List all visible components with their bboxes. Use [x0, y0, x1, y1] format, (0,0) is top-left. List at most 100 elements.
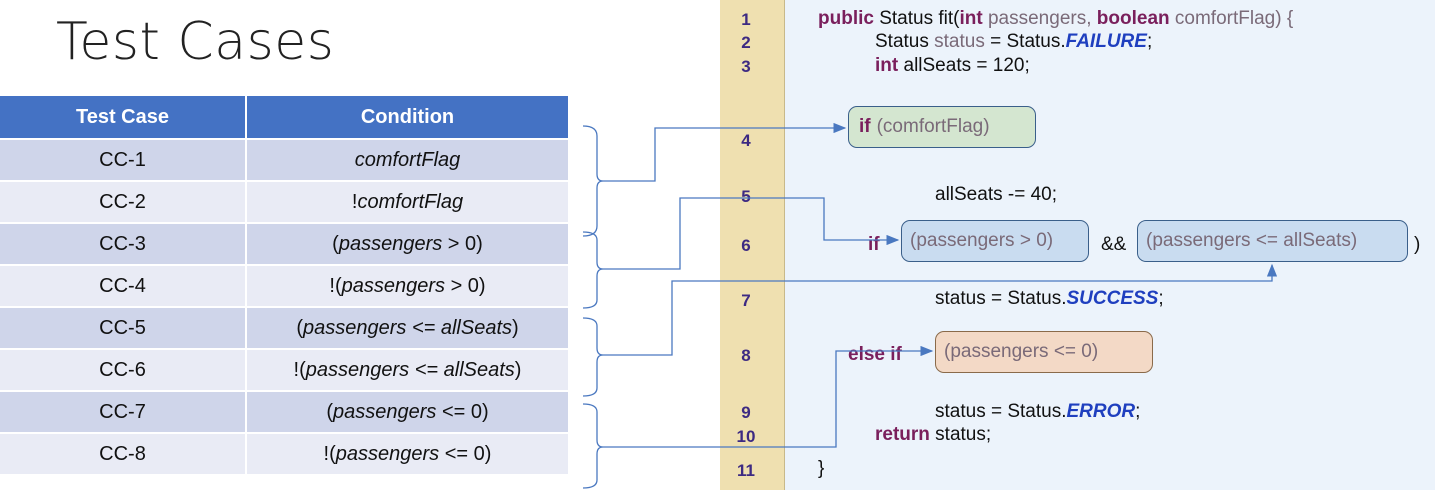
code-line-6-close: )	[1414, 234, 1420, 256]
code-line-6-and: &&	[1101, 234, 1126, 256]
table-row: CC-1 comfortFlag	[0, 138, 568, 180]
code-text: Status fit(	[873, 8, 960, 29]
page-title: Test Cases	[56, 12, 335, 72]
line-number: 2	[741, 33, 751, 52]
test-case-id: CC-4	[0, 264, 247, 306]
code-text: )	[1414, 234, 1421, 255]
brace-cc1-cc2	[582, 125, 604, 237]
header-condition: Condition	[247, 96, 568, 138]
condition-prefix: (	[326, 400, 333, 423]
test-case-id: CC-3	[0, 222, 247, 264]
condition-suffix: <= 0)	[439, 442, 492, 465]
keyword: else if	[848, 344, 902, 365]
keyword: int	[959, 8, 983, 29]
table-row: CC-6!(passengers <= allSeats)	[0, 348, 568, 390]
brace-cc3-cc4	[582, 231, 604, 309]
arrow-to-passengers-le-allseats	[603, 263, 1278, 356]
condition-box-passengers-le-0: (passengers <= 0)	[935, 331, 1153, 373]
condition-prefix: !(	[329, 274, 342, 297]
condition-suffix: )	[512, 316, 519, 339]
condition-cell: (passengers > 0)	[247, 222, 568, 264]
condition-prefix: !	[351, 190, 358, 213]
code-text: (passengers <= allSeats)	[1146, 230, 1358, 251]
test-case-id: CC-2	[0, 180, 247, 222]
line-number-gutter	[720, 0, 785, 490]
condition-variable: passengers <= allSeats	[305, 358, 515, 381]
line-number: 4	[741, 131, 751, 150]
constant: FAILURE	[1065, 31, 1147, 52]
code-text: allSeats = 120;	[898, 55, 1030, 76]
code-text: status	[934, 31, 985, 52]
code-line-5: allSeats -= 40;	[935, 184, 1057, 206]
condition-prefix: !(	[323, 442, 336, 465]
condition-box-passengers-le-allseats: (passengers <= allSeats)	[1137, 220, 1408, 262]
code-line-3: int allSeats = 120;	[875, 55, 1030, 77]
condition-suffix: > 0)	[445, 274, 486, 297]
code-line-2: Status status = Status.FAILURE;	[875, 31, 1152, 53]
arrow-to-passengers-gt-0	[603, 197, 900, 270]
code-text: status = Status.	[935, 401, 1067, 422]
table-row: CC-2!comfortFlag	[0, 180, 568, 222]
code-text: status;	[929, 424, 992, 445]
test-case-id: CC-8	[0, 432, 247, 474]
test-case-id: CC-5	[0, 306, 247, 348]
keyword: return	[875, 424, 930, 445]
table-row: CC-4!(passengers > 0)	[0, 264, 568, 306]
table-row: CC-8 !(passengers <= 0)	[0, 432, 568, 474]
code-text: comfortFlag) {	[1169, 8, 1294, 29]
condition-prefix: (	[296, 316, 303, 339]
line-number: 11	[737, 461, 755, 480]
keyword: public	[818, 8, 874, 29]
keyword: if	[859, 116, 871, 137]
brace-cc5-cc6	[582, 317, 604, 397]
condition-suffix: > 0)	[442, 232, 483, 255]
code-text: passengers,	[982, 8, 1097, 29]
line-number: 1	[741, 10, 751, 29]
test-case-id: CC-1	[0, 138, 247, 180]
code-text: allSeats -= 40;	[935, 184, 1057, 205]
code-text: ;	[1135, 401, 1141, 422]
code-line-9: status = Status.ERROR;	[935, 401, 1140, 423]
code-text: = Status.	[984, 31, 1066, 52]
condition-variable: passengers	[335, 442, 440, 465]
line-number: 7	[741, 291, 751, 310]
code-line-7: status = Status.SUCCESS;	[935, 288, 1164, 310]
condition-variable: comfortFlag	[354, 148, 461, 171]
condition-cell: !comfortFlag	[247, 180, 568, 222]
arrow-to-passengers-le-0	[603, 345, 934, 448]
test-case-id: CC-6	[0, 348, 247, 390]
arrow-to-comfortflag	[603, 122, 847, 182]
condition-box-comfortflag: if(comfortFlag)	[848, 106, 1036, 148]
line-number: 6	[741, 236, 751, 255]
condition-prefix: !(	[293, 358, 306, 381]
keyword: boolean	[1096, 8, 1170, 29]
code-text: &&	[1101, 234, 1127, 255]
condition-cell: (passengers <= allSeats)	[247, 306, 568, 348]
header-test-case: Test Case	[0, 96, 247, 138]
line-number: 3	[741, 57, 751, 76]
code-text: ;	[1146, 31, 1153, 52]
code-text: status = Status.	[935, 288, 1067, 309]
condition-variable: passengers <= allSeats	[302, 316, 513, 339]
condition-variable: passengers	[333, 400, 437, 423]
code-text: Status	[875, 31, 935, 52]
keyword: int	[875, 55, 899, 76]
table-row: CC-5(passengers <= allSeats)	[0, 306, 568, 348]
condition-suffix: )	[514, 358, 522, 381]
code-line-11: }	[818, 458, 824, 480]
code-line-1: public Status fit(int passengers, boolea…	[818, 8, 1293, 30]
line-number: 8	[741, 346, 751, 365]
constant: SUCCESS	[1066, 288, 1159, 309]
condition-cell: !(passengers <= allSeats)	[247, 348, 568, 390]
code-text: ;	[1158, 288, 1164, 309]
condition-variable: passengers	[338, 232, 443, 255]
code-line-10: return status;	[875, 424, 991, 446]
code-text: }	[818, 458, 825, 479]
condition-box-passengers-gt-0: (passengers > 0)	[901, 220, 1089, 262]
code-line-8-keyword: else if	[848, 344, 902, 366]
line-number: 9	[741, 403, 751, 422]
condition-suffix: <= 0)	[436, 400, 489, 423]
condition-cell: !(passengers > 0)	[247, 264, 568, 306]
